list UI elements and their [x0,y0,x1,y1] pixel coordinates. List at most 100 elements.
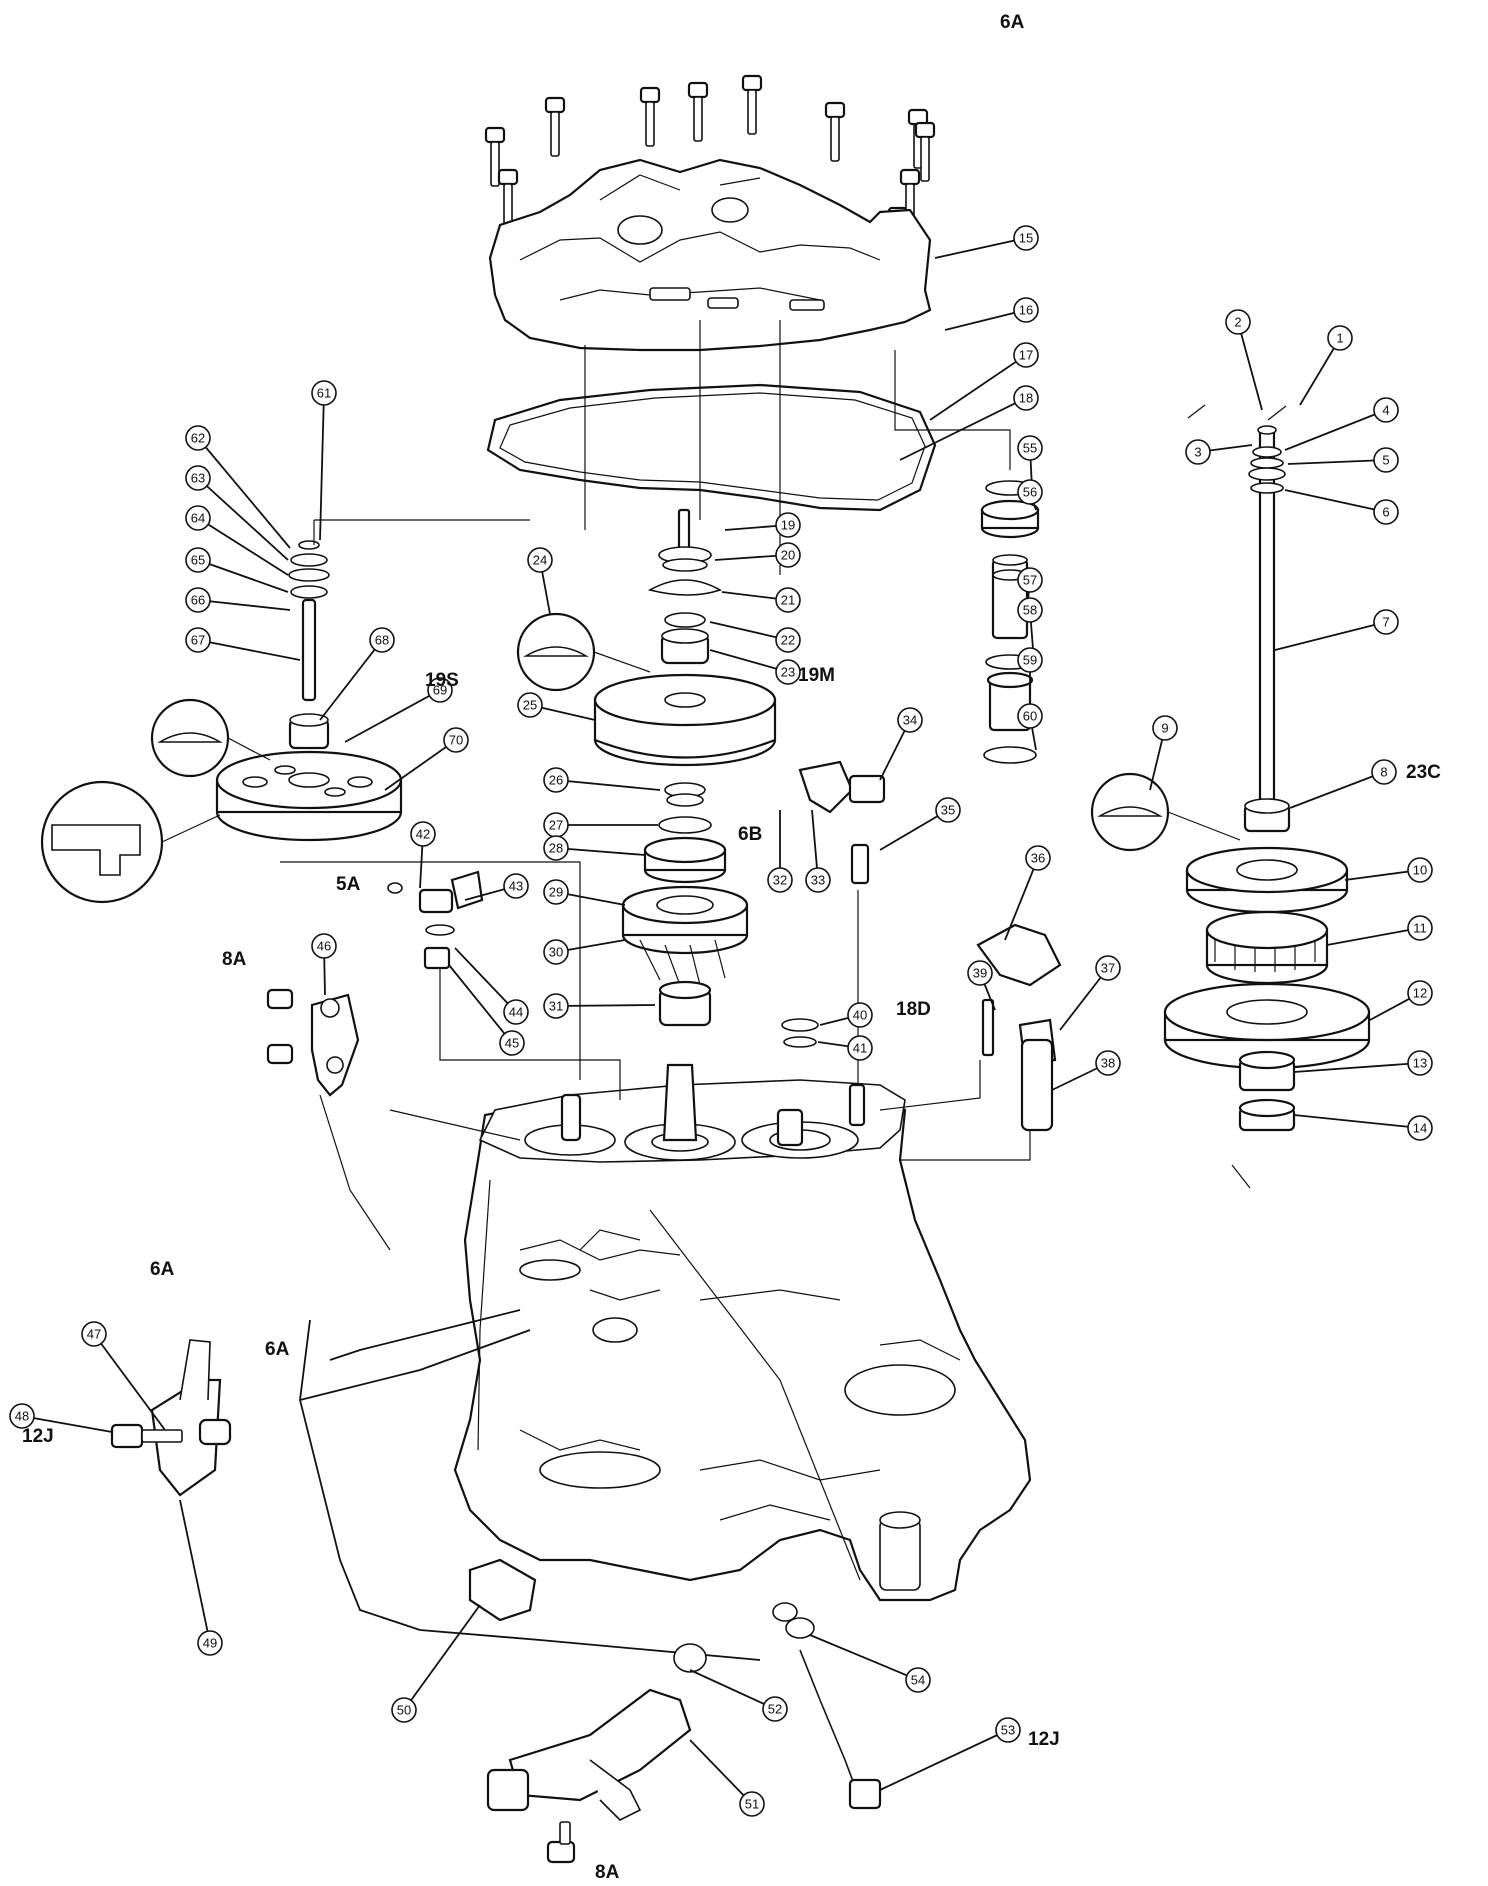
part-number-circle [311,380,337,406]
leader-line [1287,459,1387,465]
leader-line [689,1669,776,1710]
leader-line [448,964,513,1044]
part-number-label: 45 [505,1036,519,1051]
part-number-label: 8 [1380,765,1387,780]
part-number-label: 17 [1019,348,1033,363]
leader-line [944,309,1027,331]
part-number-label: 50 [397,1703,411,1718]
part-number-circle [427,677,453,703]
leader-line [1299,337,1341,406]
part-number-circle [185,465,211,491]
part-number-label: 2 [1234,315,1241,330]
part-number-label: 12 [1413,986,1427,1001]
part-number-label: 43 [509,879,523,894]
part-number-circle [1017,567,1043,593]
part-number-circle [1373,609,1399,635]
part-number-label: 42 [416,827,430,842]
leader-line [1326,927,1421,946]
part-number-circle [1407,857,1433,883]
part-number-label: 4 [1382,403,1389,418]
part-number-circle [1017,435,1043,461]
spec-detent-plug: 18D [896,999,931,1020]
leader-line [93,1333,166,1431]
part-number-label: 70 [449,733,463,748]
part-number-label: 31 [549,999,563,1014]
part-number-circle [1407,915,1433,941]
part-number-label: 66 [191,593,205,608]
part-number-label: 26 [549,773,563,788]
part-number-label: 58 [1023,603,1037,618]
part-number-label: 34 [903,713,917,728]
leader-line [179,1499,211,1644]
leader-line [1293,1114,1421,1129]
part-number-circle [775,627,801,653]
part-number-label: 21 [781,593,795,608]
leader-line [319,392,325,541]
part-number-circle [1013,385,1039,411]
part-number-circle [410,821,436,847]
part-number-circle [1017,647,1043,673]
leader-line [555,847,646,856]
part-number-circle [775,587,801,613]
part-number-circle [543,835,569,861]
leader-line [1293,1062,1421,1073]
cover-bolt [741,74,763,135]
cover-bolt [484,126,506,187]
part-number-label: 28 [549,841,563,856]
leader-line [197,477,289,561]
part-number-circle [499,1030,525,1056]
leader-line [1284,489,1387,513]
spec-interlock-bolt: 6B [738,824,762,845]
part-number-circle [503,999,529,1025]
leader-line [879,1729,1009,1791]
part-number-circle [185,425,211,451]
part-number-label: 15 [1019,231,1033,246]
part-number-circle [767,867,793,893]
part-number-circle [1025,845,1051,871]
part-number-circle [185,547,211,573]
part-number-circle [1013,342,1039,368]
part-number-circle [1373,397,1399,423]
leader-line [197,599,291,611]
spec-idler-shaft: 19S [425,670,459,691]
leader-line [344,689,441,743]
part-number-label: 57 [1023,573,1037,588]
part-number-label: 6 [1382,505,1389,520]
leader-line [1004,857,1039,941]
part-number-label: 29 [549,885,563,900]
part-number-label: 52 [768,1702,782,1717]
part-number-circle [81,1321,107,1347]
part-number-label: 69 [433,683,447,698]
part-number-label: 55 [1023,441,1037,456]
spec-mainshaft-nut: 19M [798,665,835,686]
part-number-circle [1373,499,1399,525]
part-number-circle [9,1403,35,1429]
part-number-label: 13 [1413,1056,1427,1071]
part-number-label: 56 [1023,485,1037,500]
part-number-circle [543,767,569,793]
leader-line [1274,621,1387,651]
leader-line [879,809,949,851]
part-number-circle [517,692,543,718]
part-number-circle [739,1791,765,1817]
leader-line [555,1004,656,1007]
part-number-circle [185,587,211,613]
part-number-circle [1013,225,1039,251]
part-number-circle [185,505,211,531]
part-number-circle [1017,479,1043,505]
part-number-circle [995,1717,1021,1743]
part-number-circle [543,939,569,965]
leader-line [1284,409,1387,451]
part-number-label: 37 [1101,961,1115,976]
part-number-label: 35 [941,803,955,818]
part-number-label: 47 [87,1327,101,1342]
part-number-label: 32 [773,873,787,888]
part-number-circle [369,627,395,653]
part-number-circle [775,659,801,685]
part-number-circle [543,993,569,1019]
gasket [486,383,937,512]
part-number-circle [197,1630,223,1656]
spec-banjo-bolt: 12J [1028,1729,1060,1750]
detail-magnifier-circles [40,612,1241,904]
